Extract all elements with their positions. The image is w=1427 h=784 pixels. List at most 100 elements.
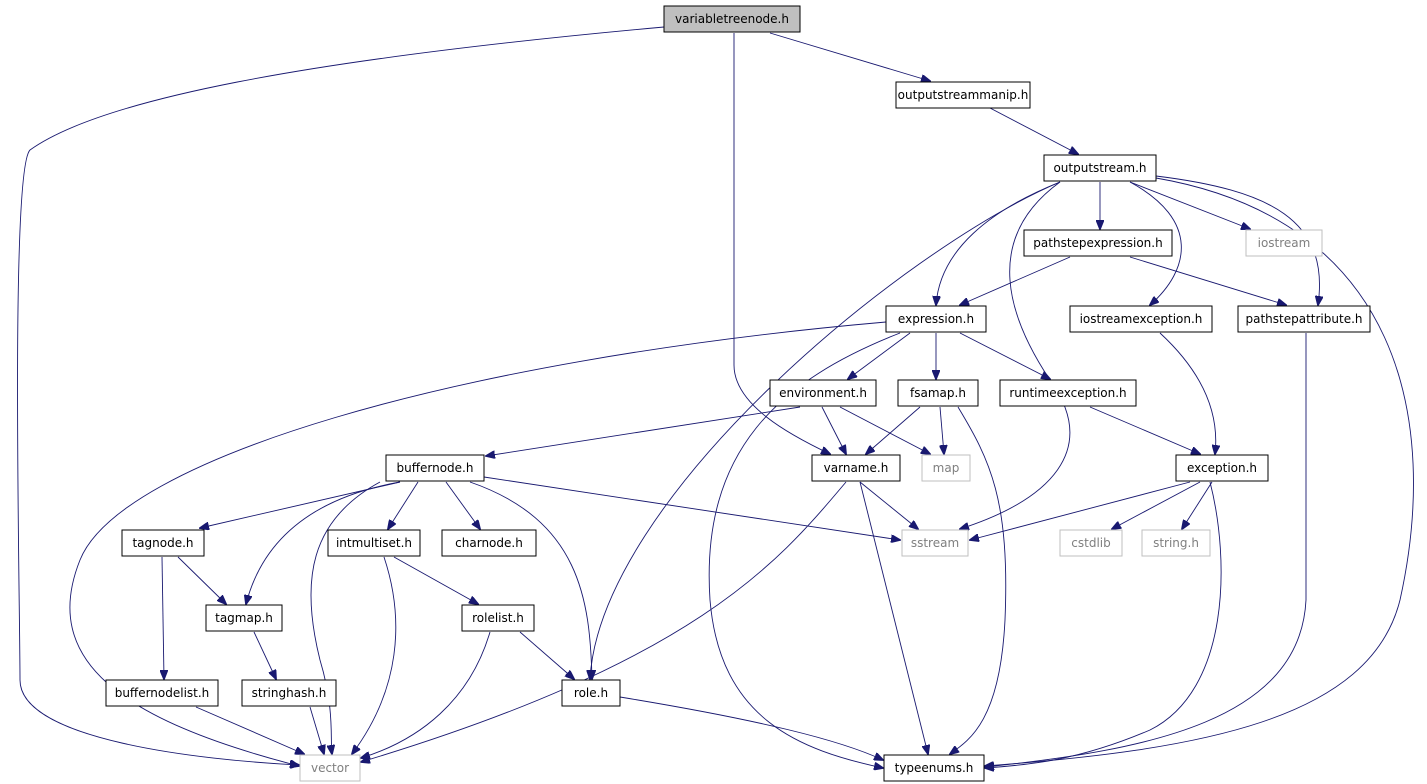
node-box [883,754,985,782]
edge-buffernode-to-role [469,481,592,679]
edge-fsamap-to-varname [866,406,921,454]
edge-exception-to-sstream [970,481,1191,540]
node-label: sstream [911,536,959,550]
node-buffernodelist[interactable]: buffernodelist.h [105,679,219,707]
node-box [441,529,537,557]
edge-fsamap-to-map [940,406,944,454]
node-label: expression.h [898,312,974,326]
node-box [811,454,901,482]
node-label: charnode.h [455,536,523,550]
node-pathstepattribute[interactable]: pathstepattribute.h [1237,305,1371,333]
node-box [561,679,621,707]
edge-expression-to-runtimeexception [959,332,1050,379]
node-label: cstdlib [1071,536,1110,550]
node-label: outputstream.h [1053,161,1146,175]
node-box [999,379,1137,407]
node-box [1059,529,1123,557]
node-label: iostreamexception.h [1080,312,1203,326]
node-outputstream[interactable]: outputstream.h [1043,154,1157,182]
node-expression[interactable]: expression.h [885,305,987,333]
edge-exception-to-cstdlib [1112,481,1201,529]
node-box [205,604,283,632]
node-label: intmultiset.h [336,536,412,550]
edge-iostreamexception-to-exception [1159,332,1216,454]
node-sstream: sstream [901,529,969,557]
node-string: string.h [1141,529,1211,557]
node-intmultiset[interactable]: intmultiset.h [327,529,421,557]
edge-intmultiset-to-rolelist [393,556,478,604]
edge-varname-to-typeenums [859,481,928,754]
node-exception[interactable]: exception.h [1175,454,1269,482]
edge-environment-to-buffernode [486,406,801,456]
edge-varname-to-sstream [859,481,918,529]
node-rolelist[interactable]: rolelist.h [461,604,535,632]
edge-environment-to-varname [821,406,846,454]
node-environment[interactable]: environment.h [769,379,877,407]
node-varname[interactable]: varname.h [811,454,901,482]
node-label: string.h [1153,536,1199,550]
edge-outputstream-to-pathstepattribute [1155,175,1320,305]
node-outputstreammanip[interactable]: outputstreammanip.h [895,81,1031,109]
node-box [385,454,485,482]
node-tagmap[interactable]: tagmap.h [205,604,283,632]
node-box [1141,529,1211,557]
node-box [461,604,535,632]
node-label: buffernode.h [397,461,474,475]
edge-buffernodelist-to-vector [195,706,304,754]
node-box [327,529,421,557]
node-iostream: iostream [1245,229,1323,257]
edge-pathstepattribute-to-typeenums [985,333,1307,767]
node-box [121,529,205,557]
node-label: pathstepattribute.h [1246,312,1363,326]
node-tagnode[interactable]: tagnode.h [121,529,205,557]
node-runtimeexception[interactable]: runtimeexception.h [999,379,1137,407]
edge-role-to-typeenums [619,696,883,760]
edge-environment-to-map [839,406,930,454]
node-box [241,679,337,707]
node-label: rolelist.h [472,611,524,625]
node-box [1069,305,1213,333]
node-buffernode[interactable]: buffernode.h [385,454,485,482]
node-label: exception.h [1187,461,1257,475]
node-box [663,5,801,33]
edge-variabletreenode-to-varname [733,33,830,454]
edge-rolelist-to-vector [361,631,491,758]
edge-intmultiset-to-vector [352,556,397,754]
edge-buffernode-to-intmultiset [388,481,419,529]
node-box [1175,454,1269,482]
node-box [1043,154,1157,182]
node-box [105,679,219,707]
edges-layer [17,26,1414,768]
node-label: role.h [574,686,608,700]
node-box [895,81,1031,109]
edge-outputstream-to-iostreamexception [1129,181,1182,305]
node-fsamap[interactable]: fsamap.h [897,379,979,407]
node-label: pathstepexpression.h [1033,236,1162,250]
node-label: tagnode.h [132,536,193,550]
node-stringhash[interactable]: stringhash.h [241,679,337,707]
nodes-layer: variabletreenode.h outputstreammanip.h out… [105,5,1371,782]
node-box [1237,305,1371,333]
node-label: fsamap.h [910,386,966,400]
node-vector: vector [299,754,361,782]
node-box [901,529,969,557]
node-box [921,454,971,482]
edge-outputstreammanip-to-outputstream [989,107,1078,154]
node-cstdlib: cstdlib [1059,529,1123,557]
edge-variabletreenode-to-outputstreammanip [769,32,930,81]
edge-outputstream-to-role [590,181,1061,679]
node-variabletreenode[interactable]: variabletreenode.h [663,5,801,33]
edge-tagmap-to-stringhash [253,631,276,679]
node-label: tagmap.h [215,611,273,625]
node-pathstepexpression[interactable]: pathstepexpression.h [1023,229,1173,257]
node-label: vector [311,761,349,775]
node-role[interactable]: role.h [561,679,621,707]
edge-fsamap-to-typeenums [950,406,1007,754]
node-label: outputstreammanip.h [898,88,1029,102]
edge-runtimeexception-to-exception [1089,406,1200,454]
node-label: environment.h [779,386,867,400]
node-typeenums[interactable]: typeenums.h [883,754,985,782]
node-charnode[interactable]: charnode.h [441,529,537,557]
node-iostreamexception[interactable]: iostreamexception.h [1069,305,1213,333]
